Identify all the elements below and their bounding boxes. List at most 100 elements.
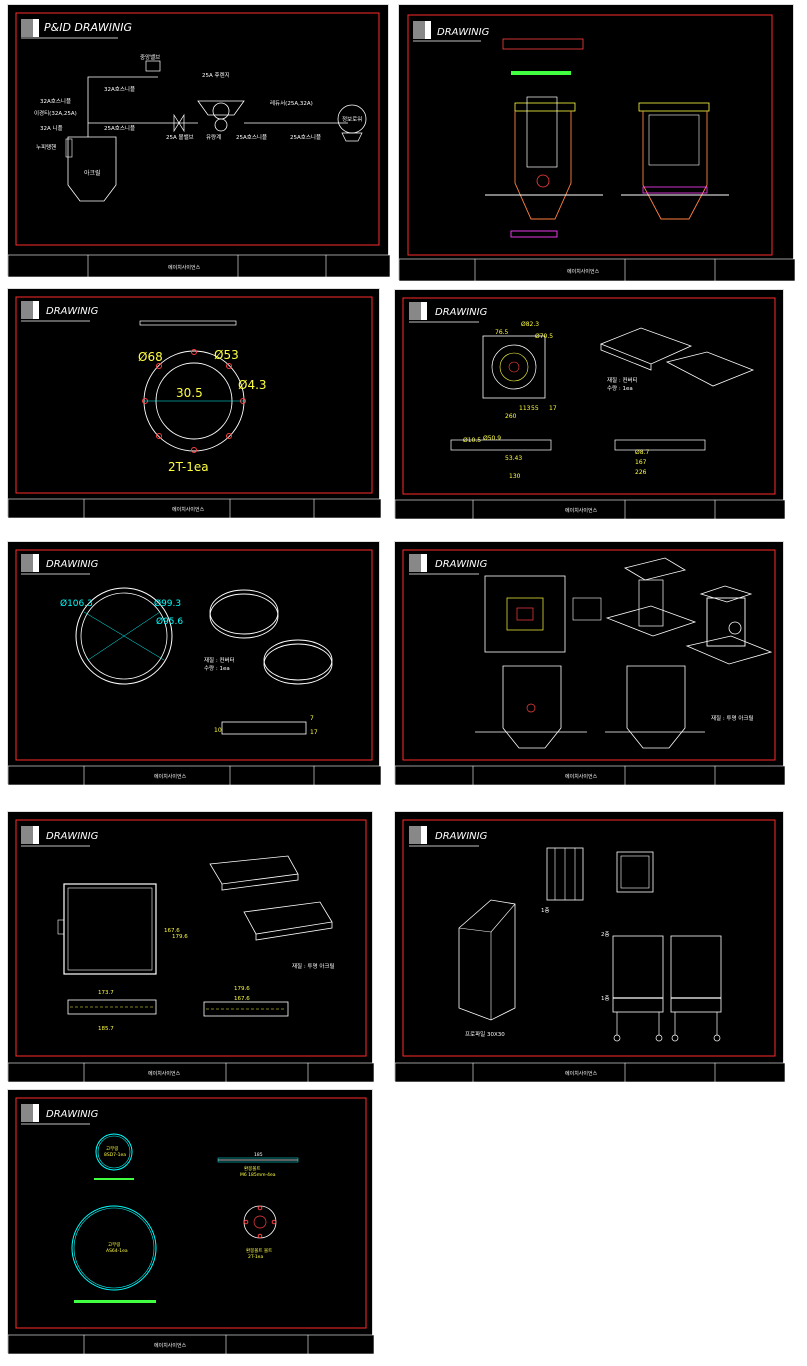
svg-text:185: 185	[254, 1152, 263, 1158]
frame-drawing: DRAWINIG 1층 2층 1층 프로파일 30X30 에이치사이언스	[395, 819, 785, 1082]
housing-drawing: DRAWINIG 재질 : 투명 아크릴 에이치사이언스	[395, 549, 785, 785]
drawing-sheet-acrylic-box: DRAWINIG 167.6 179.6 173.7 185.7 179.6 1…	[7, 811, 374, 1082]
svg-text:재질 : 컨버터: 재질 : 컨버터	[204, 656, 235, 664]
svg-text:Ø70.5: Ø70.5	[535, 333, 553, 340]
svg-text:Ø95.6: Ø95.6	[156, 616, 183, 627]
svg-text:재질 : 컨버티: 재질 : 컨버티	[607, 376, 638, 384]
svg-text:고무링: 고무링	[106, 1145, 118, 1152]
svg-text:아크릴: 아크릴	[84, 169, 101, 177]
acrylic-box-drawing: DRAWINIG 167.6 179.6 173.7 185.7 179.6 1…	[8, 819, 374, 1082]
drawing-sheet-parts: DRAWINIG 고무링 8SD7-1ea 고무링 AS64-1ea 185 환…	[7, 1089, 374, 1354]
svg-text:Ø68: Ø68	[138, 350, 163, 364]
svg-text:25A 볼밸브: 25A 볼밸브	[166, 133, 194, 141]
sheet-title: DRAWINIG	[435, 831, 488, 842]
svg-text:Ø8.7: Ø8.7	[635, 449, 649, 456]
svg-text:정보로워: 정보로워	[342, 115, 362, 123]
profile-note: 프로파일 30X30	[465, 1030, 505, 1038]
drawing-sheet-assembly: DRAWINIG 에이치사이언스	[398, 4, 795, 281]
sheet-title: DRAWINIG	[435, 307, 488, 318]
svg-text:중앙밸브: 중앙밸브	[140, 53, 160, 61]
company-name: 에이치사이언스	[565, 507, 598, 514]
svg-text:17: 17	[310, 729, 318, 736]
svg-text:179.6: 179.6	[234, 986, 250, 992]
svg-text:167.6: 167.6	[164, 928, 180, 934]
svg-text:10: 10	[214, 727, 222, 734]
svg-text:76.5: 76.5	[495, 329, 509, 336]
company-name: 에이치사이언스	[565, 1070, 598, 1077]
pid-drawing: P&ID DRAWINIG 아크릴 중앙밸브 32A호스니플 32A호스니플 이…	[8, 12, 390, 277]
svg-text:53.43: 53.43	[505, 455, 522, 462]
svg-text:25A호스니플: 25A호스니플	[290, 133, 321, 141]
sheet-title: DRAWINIG	[435, 559, 488, 570]
material-note: 재질 : 투명 아크릴	[711, 714, 754, 722]
svg-text:130: 130	[509, 473, 521, 480]
svg-text:Ø50.9: Ø50.9	[483, 435, 501, 442]
svg-text:고무링: 고무링	[108, 1241, 120, 1248]
drawing-sheet-plate: DRAWINIG 76.5 Ø82.3 Ø70.5 260 113 55 17 …	[394, 289, 785, 519]
svg-text:260: 260	[505, 413, 517, 420]
svg-text:Ø82.3: Ø82.3	[521, 321, 539, 328]
drawing-sheet-ring: DRAWINIG Ø106.3 Ø99.3 Ø95.6 재질 : 컨버터 수량 …	[7, 541, 381, 785]
company-name: 에이치사이언스	[154, 773, 187, 780]
svg-text:M6 185mm-4ea: M6 185mm-4ea	[240, 1172, 276, 1178]
sheet-title: DRAWINIG	[46, 831, 99, 842]
svg-text:유량계: 유량계	[206, 133, 221, 141]
svg-text:167: 167	[635, 459, 647, 466]
svg-text:32A호스니플: 32A호스니플	[104, 85, 135, 93]
drawing-sheet-pid: P&ID DRAWINIG 아크릴 중앙밸브 32A호스니플 32A호스니플 이…	[7, 4, 390, 277]
plate-drawing: DRAWINIG 76.5 Ø82.3 Ø70.5 260 113 55 17 …	[395, 297, 785, 519]
drawing-sheet-housing: DRAWINIG 재질 : 투명 아크릴 에이치사이언스	[394, 541, 785, 785]
svg-text:Ø99.3: Ø99.3	[154, 598, 181, 609]
company-name: 에이치사이언스	[168, 264, 201, 271]
svg-text:25A호스니플: 25A호스니플	[104, 124, 135, 132]
svg-text:수량 : 1ea: 수량 : 1ea	[607, 385, 633, 392]
drawing-sheet-flange: DRAWINIG Ø68 Ø53 30.5 Ø4.3 2T-1ea 에이치사이언…	[7, 288, 381, 518]
svg-text:25A 후렌지: 25A 후렌지	[202, 71, 230, 79]
svg-text:AS64-1ea: AS64-1ea	[106, 1248, 128, 1254]
svg-text:55: 55	[531, 405, 539, 412]
svg-text:226: 226	[635, 469, 647, 476]
svg-text:Ø10.5: Ø10.5	[463, 437, 481, 444]
svg-text:환봉볼트: 환봉볼트	[244, 1165, 261, 1172]
svg-text:32A호스니플: 32A호스니플	[40, 97, 71, 105]
svg-text:Ø106.3: Ø106.3	[60, 598, 93, 609]
svg-text:167.6: 167.6	[234, 996, 250, 1002]
svg-text:185.7: 185.7	[98, 1026, 114, 1032]
svg-text:2층: 2층	[601, 930, 610, 938]
material-note: 재질 : 투명 아크릴	[292, 962, 335, 970]
svg-text:8SD7-1ea: 8SD7-1ea	[104, 1152, 126, 1158]
svg-text:2T-1ea: 2T-1ea	[248, 1254, 263, 1260]
svg-text:32A 니플: 32A 니플	[40, 124, 63, 132]
assembly-drawing: DRAWINIG 에이치사이언스	[399, 14, 795, 281]
company-name: 에이치사이언스	[154, 1342, 187, 1349]
sheet-title: DRAWINIG	[46, 1109, 99, 1120]
svg-text:1층: 1층	[601, 994, 610, 1002]
parts-drawing: DRAWINIG 고무링 8SD7-1ea 고무링 AS64-1ea 185 환…	[8, 1097, 374, 1354]
svg-text:누피탱핸: 누피탱핸	[36, 143, 56, 151]
company-name: 에이치사이언스	[565, 773, 598, 780]
svg-text:173.7: 173.7	[98, 990, 114, 996]
svg-text:이경티(32A,25A): 이경티(32A,25A)	[34, 109, 77, 117]
drawing-sheet-frame: DRAWINIG 1층 2층 1층 프로파일 30X30 에이치사이언스	[394, 811, 785, 1082]
sheet-title: DRAWINIG	[46, 306, 99, 317]
company-name: 에이치사이언스	[172, 506, 205, 513]
sheet-title: DRAWINIG	[46, 559, 99, 570]
sheet-title: DRAWINIG	[437, 27, 490, 38]
sheet-title: P&ID DRAWINIG	[44, 21, 132, 34]
svg-text:환봉볼트 볼트: 환봉볼트 볼트	[246, 1247, 272, 1254]
svg-text:수량 : 1ea: 수량 : 1ea	[204, 665, 230, 672]
svg-text:레듀서(25A,32A): 레듀서(25A,32A)	[270, 99, 313, 107]
svg-text:25A호스니플: 25A호스니플	[236, 133, 267, 141]
svg-text:Ø4.3: Ø4.3	[238, 378, 267, 392]
svg-text:113: 113	[519, 405, 531, 412]
svg-text:7: 7	[310, 715, 314, 722]
svg-text:1층: 1층	[541, 906, 550, 914]
svg-text:17: 17	[549, 405, 557, 412]
quantity-note: 2T-1ea	[168, 460, 209, 474]
ring-drawing: DRAWINIG Ø106.3 Ø99.3 Ø95.6 재질 : 컨버터 수량 …	[8, 549, 381, 785]
svg-text:179.6: 179.6	[172, 934, 188, 940]
svg-text:Ø53: Ø53	[214, 348, 239, 362]
company-name: 에이치사이언스	[567, 268, 600, 275]
company-name: 에이치사이언스	[148, 1070, 181, 1077]
svg-text:30.5: 30.5	[176, 386, 203, 400]
